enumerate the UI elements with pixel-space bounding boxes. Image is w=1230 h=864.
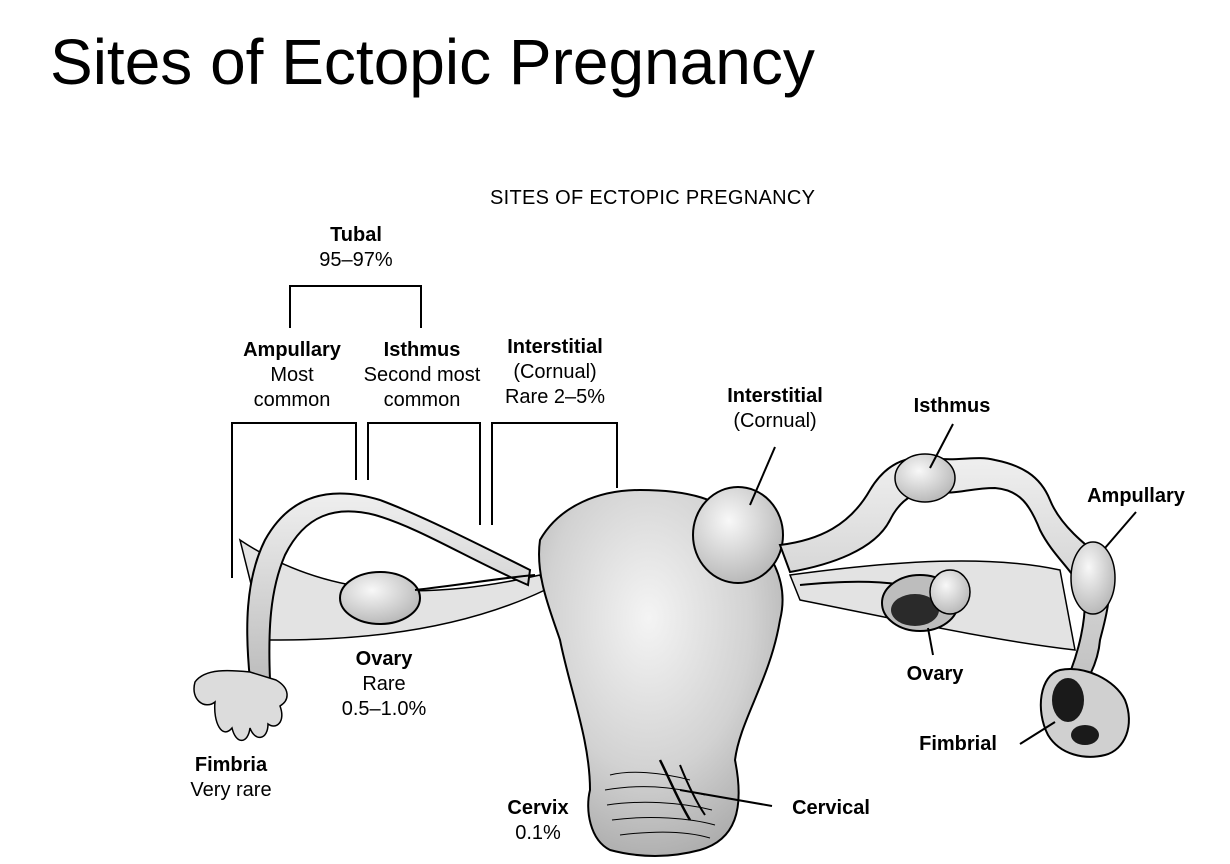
label-isthmus-left-line2: common [383, 389, 461, 411]
interstitial-pointer [749, 446, 776, 506]
label-isthmus-left-line1: Second most [363, 364, 481, 386]
label-ampullary-left-line1: Most [270, 364, 314, 386]
label-fimbrial-right-name: Fimbrial [919, 733, 997, 755]
label-isthmus-right: Isthmus [914, 394, 991, 419]
label-cervical-right: Cervical [792, 796, 870, 821]
label-tubal-name: Tubal [330, 224, 382, 246]
label-fimbria-left-line1: Very rare [190, 779, 272, 801]
label-interstitial-left: Interstitial (Cornual) Rare 2–5% [505, 335, 605, 410]
label-interstitial-right-line1: (Cornual) [733, 410, 817, 432]
label-ovary-left-line2: 0.5–1.0% [341, 698, 427, 720]
right-ampullary-bulge [1070, 541, 1116, 615]
uterus-body [538, 488, 784, 857]
ampullary-bracket [231, 422, 357, 578]
label-ampullary-right-name: Ampullary [1087, 485, 1185, 507]
label-fimbria-left: Fimbria Very rare [190, 753, 271, 803]
right-ovary-mass [929, 569, 971, 615]
right-fimbrial-mass [1052, 678, 1099, 745]
label-cervix-line1: 0.1% [515, 822, 561, 844]
label-interstitial-right: Interstitial (Cornual) [727, 384, 823, 434]
label-ovary-left: Ovary Rare 0.5–1.0% [342, 647, 427, 722]
label-interstitial-left-line2: Rare 2–5% [504, 386, 606, 408]
label-isthmus-left: Isthmus Second most common [364, 338, 481, 413]
label-ampullary-left-line2: common [253, 389, 331, 411]
label-ampullary-left: Ampullary Most common [243, 338, 341, 413]
label-brackets [231, 285, 618, 578]
ampullary-pointer [1104, 511, 1137, 549]
label-interstitial-right-name: Interstitial [727, 385, 823, 407]
label-isthmus-left-name: Isthmus [383, 339, 461, 361]
label-ovary-left-line1: Rare [362, 673, 406, 695]
slide-title: Sites of Ectopic Pregnancy [50, 26, 815, 98]
label-ampullary-left-name: Ampullary [243, 339, 341, 361]
label-tubal-detail: 95–97% [319, 249, 393, 271]
label-fimbrial-right: Fimbrial [919, 732, 997, 757]
isthmus-bracket [367, 422, 481, 525]
label-tubal: Tubal 95–97% [319, 223, 392, 273]
label-ampullary-right: Ampullary [1087, 484, 1185, 509]
cervix-texture [604, 759, 716, 839]
label-interstitial-left-name: Interstitial [507, 336, 603, 358]
ovary-pointer [927, 627, 934, 656]
label-ovary-right-name: Ovary [906, 663, 964, 685]
label-pointers [679, 423, 1137, 807]
left-ovary [339, 571, 421, 625]
right-isthmus-bulge [894, 453, 956, 503]
label-ovary-left-name: Ovary [355, 648, 413, 670]
fimbrial-pointer [1019, 721, 1056, 745]
figure-title: SITES OF ECTOPIC PREGNANCY [490, 187, 816, 209]
isthmus-pointer [929, 423, 954, 469]
label-ovary-right: Ovary [907, 662, 964, 687]
label-cervix-name: Cervix [507, 797, 569, 819]
left-fimbria [193, 669, 288, 742]
right-interstitial-bulge [692, 486, 784, 584]
label-isthmus-right-name: Isthmus [913, 395, 991, 417]
tubal-bracket [289, 285, 422, 328]
label-interstitial-left-line1: (Cornual) [513, 361, 597, 383]
label-cervical-right-name: Cervical [792, 797, 870, 819]
label-cervix: Cervix 0.1% [507, 796, 568, 846]
interstitial-bracket [491, 422, 618, 525]
cervical-pointer [679, 789, 773, 807]
label-fimbria-left-name: Fimbria [194, 754, 268, 776]
